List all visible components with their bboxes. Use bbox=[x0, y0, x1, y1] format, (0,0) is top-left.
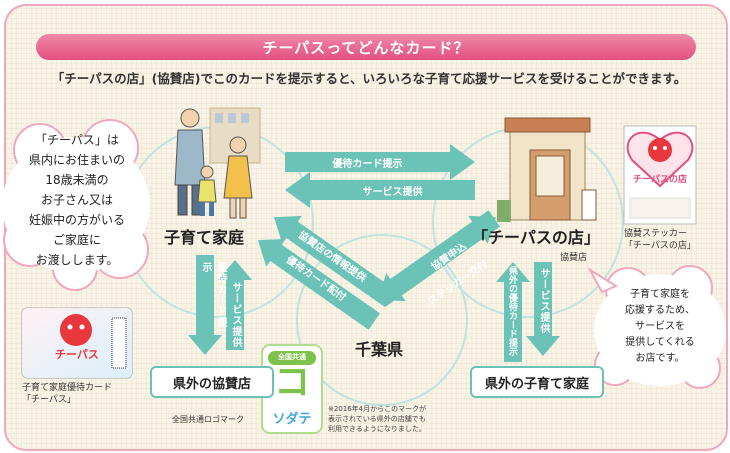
family-illustration bbox=[174, 107, 261, 219]
shop-illustration bbox=[497, 117, 597, 222]
arrow-card-present-label: 優待カード提示 bbox=[332, 159, 403, 170]
page-title: チーパスってどんなカード？ bbox=[36, 34, 696, 60]
arrow-out-service-left-label: サービス提供 bbox=[230, 282, 241, 348]
arrow-service-label: サービス提供 bbox=[362, 187, 423, 198]
arrow-card-present bbox=[285, 144, 475, 180]
arrow-info-provide bbox=[257, 238, 381, 330]
outside-family-box: 県外の子育て家庭 bbox=[470, 366, 604, 398]
card-label: チーパス bbox=[55, 348, 99, 361]
sodate-logo bbox=[261, 344, 323, 434]
left-cloud bbox=[2, 119, 150, 291]
shop-label: 「チーパスの店」 bbox=[472, 228, 600, 247]
card-caption: 子育て家庭優待カード 「チーパス」 bbox=[22, 382, 112, 406]
right-cloud bbox=[587, 265, 726, 389]
card-caption-line1: 子育て家庭優待カード bbox=[22, 383, 113, 393]
logo-note: ※2016年4月からこのマークが 表示されている県外の店舗でも 利用できるように… bbox=[328, 405, 427, 433]
sticker-caption-line1: 協賛ステッカー bbox=[624, 229, 688, 239]
arrow-out-service-left bbox=[218, 260, 252, 350]
sticker-caption-line2: 「チーパスの店」 bbox=[624, 241, 696, 251]
outside-shop-box: 県外の協賛店 bbox=[150, 366, 274, 398]
logo-caption: 全国共通ロゴマーク bbox=[172, 415, 244, 424]
card-caption-line2: 「チーパス」 bbox=[22, 395, 76, 405]
left-cloud-text: 「チーパス」は 県内にお住まいの 18歳未満の お子さん又は 妊娠中の方がいる … bbox=[28, 133, 125, 267]
sticker-illustration bbox=[623, 125, 697, 225]
logo-word: ソダテ bbox=[272, 412, 312, 427]
sticker-caption: 協賛ステッカー 「チーパスの店」 bbox=[624, 228, 696, 252]
chiba-label: 千葉県 bbox=[355, 340, 404, 359]
right-cloud-text: 子育て家庭を 応援するため、 サービスを 提供してくれる お店です。 bbox=[625, 289, 695, 364]
arrow-out-card-right bbox=[496, 262, 530, 362]
card-illustration bbox=[21, 307, 133, 379]
family-label: 子育て家庭 bbox=[164, 228, 245, 247]
arrow-card-distribute bbox=[274, 215, 397, 307]
arrow-service bbox=[285, 172, 475, 208]
arrow-out-service-right bbox=[526, 262, 560, 356]
arrow-sticker bbox=[377, 210, 501, 302]
description: 「チーパスの店」(協賛店)でこのカードを提示すると、いろいろな子育て応援サービス… bbox=[51, 71, 687, 86]
arrow-out-card-right-label: 県外の優待カード提示 bbox=[507, 266, 517, 356]
arrow-out-card-left-label: 優待カード提示 bbox=[200, 262, 226, 328]
shop-tag: 協賛店 bbox=[560, 253, 588, 263]
arrow-out-service-right-label: サービス提供 bbox=[538, 268, 549, 334]
arrow-out-card-left bbox=[188, 255, 222, 355]
sticker-label: チーパスの店 bbox=[633, 175, 687, 185]
logo-badge: 全国共通 bbox=[278, 353, 306, 361]
logo-big: コ bbox=[273, 362, 310, 403]
chiba-circle bbox=[296, 234, 468, 406]
